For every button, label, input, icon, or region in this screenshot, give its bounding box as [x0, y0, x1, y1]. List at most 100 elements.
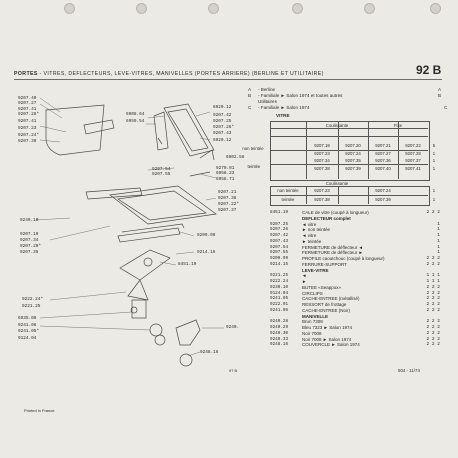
- part-desc: BUTEE «Seappox»: [302, 284, 342, 290]
- vitre-qty: 1: [432, 158, 436, 163]
- callout: 6958.71: [216, 177, 235, 182]
- vitre-table-2: [270, 186, 430, 206]
- parts-list-row: DEFLECTEUR complet: [270, 216, 440, 222]
- part-desc: ► non teintée: [302, 227, 330, 233]
- part-desc: FERMETURE de déflecteur ►: [302, 250, 363, 256]
- vitre-qty: 5: [432, 143, 436, 148]
- callout: 9207.43: [213, 131, 232, 136]
- footer-center: 97 B: [229, 368, 238, 373]
- callout: 9207.39: [18, 139, 37, 144]
- parts-list-row: 9240.30 Noir 7008 2 2 2: [270, 331, 440, 337]
- callout: 9207.36: [218, 196, 237, 201]
- part-qty: 2 2 2: [426, 307, 440, 313]
- part-qty: 2 2 2: [426, 290, 440, 296]
- row-label: non teintée: [277, 188, 299, 193]
- parts-list-row: 9222.24►1 1 1: [270, 279, 440, 285]
- callout: 9207.54: [152, 167, 171, 172]
- legend-code: B: [438, 93, 442, 98]
- legend-letter: C: [248, 105, 252, 110]
- callout: 9207.35: [20, 250, 39, 255]
- part-qty: 1: [437, 227, 440, 233]
- vitre-ref: 9207.38: [314, 166, 330, 171]
- part-desc: FERMETURE de déflecteur ◄: [302, 244, 363, 250]
- legend-text: Utilitaires: [258, 99, 277, 104]
- row-label: teintée: [281, 197, 295, 202]
- col-coulissante-2: Coulissante: [325, 181, 349, 186]
- binder-hole: [364, 3, 375, 14]
- page-code: 92 B: [416, 63, 442, 77]
- part-ref: 9214.15: [270, 261, 289, 267]
- part-desc: ◄ vitre: [302, 221, 317, 227]
- callout: 9207.42: [213, 113, 232, 118]
- callout: 9207.25: [213, 119, 232, 124]
- part-desc: ◄: [302, 273, 307, 279]
- vitre-ref: 9207.24: [375, 188, 391, 193]
- glass-small-top: [83, 119, 115, 135]
- part-ref: 9124.04: [270, 290, 289, 296]
- callout: 6920.12: [213, 138, 232, 143]
- part-ref: 9240.30: [270, 330, 289, 336]
- callout: 9222.24*: [22, 297, 44, 302]
- vitre-ref: 9207.34: [314, 158, 330, 163]
- part-ref: 9222.24: [270, 279, 289, 284]
- vitre-ref: 9207.19: [314, 143, 330, 148]
- part-desc: COUVERCLE ► Salon 1974: [302, 342, 360, 348]
- part-qty: 2 2 2: [426, 210, 440, 215]
- part-desc: Brun 7308: [302, 319, 323, 325]
- rubber-profile: [117, 227, 181, 243]
- vitre-ref: 9207.21: [375, 143, 391, 148]
- part-desc: Noir 7008: [302, 330, 322, 336]
- part-qty: 2 2 2: [426, 330, 440, 336]
- part-ref: 9240.33: [270, 336, 289, 342]
- binder-hole: [292, 3, 303, 14]
- window-crank: [175, 319, 201, 346]
- part-qty: 2 2 2: [426, 284, 440, 290]
- vitre-qty: 1: [432, 151, 436, 156]
- vitre-ref: 9207.36: [375, 158, 391, 163]
- part-ref: 9207.43: [270, 238, 289, 244]
- vitre-ref: 9207.24: [345, 151, 361, 156]
- part-desc: CALE de vitre (coupé à longueur): [302, 210, 369, 215]
- legend-letter: B: [248, 93, 252, 98]
- callout: 6920.12: [213, 105, 232, 110]
- part-qty: 2 2 2: [426, 342, 440, 348]
- part-qty: 1 1 1: [426, 273, 440, 279]
- vitre-title: VITRE: [276, 113, 290, 118]
- callout: 9124.04: [18, 336, 37, 341]
- col-fixe: Fixe: [393, 123, 403, 128]
- vitre-qty: 1: [432, 188, 436, 193]
- callout: 9207.20*: [20, 244, 42, 249]
- binder-hole: [430, 3, 441, 14]
- part-ref: 9240.29: [270, 325, 289, 330]
- window-regulator: [119, 249, 171, 281]
- callout: 6935.08: [18, 316, 37, 321]
- crank-cover: [179, 353, 193, 367]
- legend-letter: A: [248, 87, 252, 92]
- callout: 6958.23: [216, 171, 235, 176]
- part-qty: 1: [437, 221, 440, 227]
- part-desc: ► teintée: [302, 238, 322, 244]
- callout: 9207.34: [20, 238, 39, 243]
- callout: 9207.41: [18, 119, 37, 124]
- part-qty: 2 2 2: [426, 261, 440, 267]
- sliding-glass: [109, 185, 217, 225]
- callout: 9207.22*: [218, 202, 240, 207]
- part-qty: 2 2 2: [426, 319, 440, 325]
- part-desc: CACHE-ENTREE (Noir): [302, 307, 351, 313]
- callout: 6902.56: [226, 155, 245, 160]
- parts-list-row: 9207.26 ► non teintée 1: [270, 227, 440, 233]
- part-ref: 9207.26: [270, 227, 289, 233]
- legend-code: C: [444, 105, 448, 110]
- callout: 9209.09: [197, 233, 216, 238]
